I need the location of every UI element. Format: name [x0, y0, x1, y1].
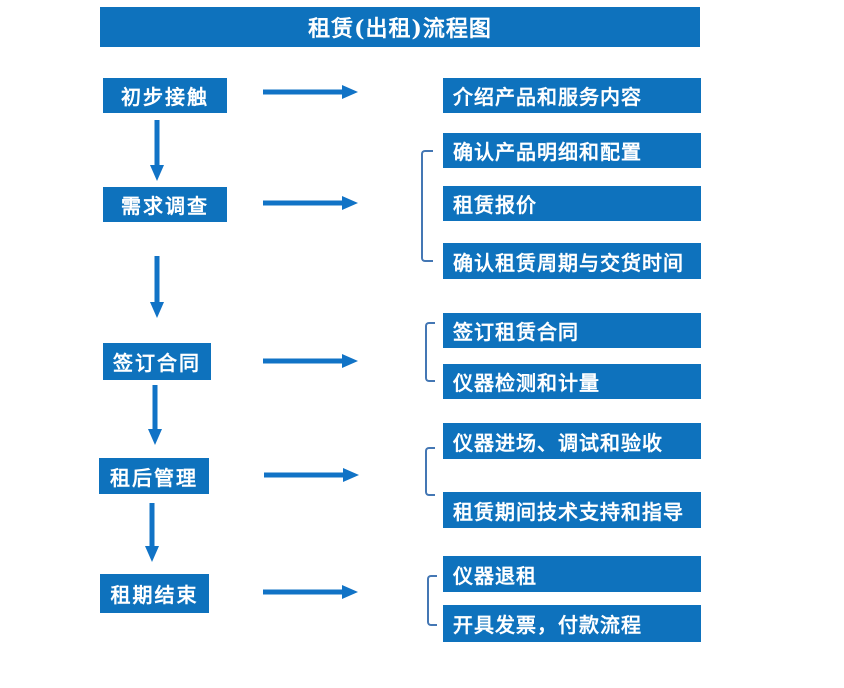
right-arrow-icon: [264, 468, 359, 482]
detail-box-tech-support: 租赁期间技术支持和指导: [443, 492, 701, 528]
step-box-sign-contract: 签订合同: [103, 343, 211, 380]
detail-box-instrument-setup-acceptance: 仪器进场、调试和验收: [443, 423, 701, 459]
down-arrow-icon: [150, 120, 164, 181]
detail-box-confirm-period-delivery: 确认租赁周期与交货时间: [443, 243, 701, 279]
detail-box-rental-quote: 租赁报价: [443, 186, 701, 221]
group-bracket: [421, 150, 433, 262]
group-bracket: [425, 322, 435, 382]
right-arrow-icon: [263, 196, 358, 210]
detail-box-sign-lease-contract: 签订租赁合同: [443, 313, 701, 348]
detail-box-instrument-testing: 仪器检测和计量: [443, 364, 701, 399]
step-box-demand-survey: 需求调查: [103, 187, 227, 222]
down-arrow-icon: [148, 385, 162, 445]
detail-box-instrument-return: 仪器退租: [443, 556, 701, 592]
right-arrow-icon: [263, 585, 358, 599]
step-box-post-rental-management: 租后管理: [99, 458, 209, 494]
page-title: 租赁(出租)流程图: [308, 16, 492, 42]
detail-box-invoice-payment: 开具发票，付款流程: [443, 605, 701, 642]
group-bracket: [425, 447, 435, 496]
step-box-rental-end: 租期结束: [100, 574, 209, 613]
right-arrow-icon: [263, 85, 358, 99]
title-bar: 租赁(出租)流程图: [100, 7, 700, 47]
detail-box-confirm-product-config: 确认产品明细和配置: [443, 133, 701, 168]
down-arrow-icon: [150, 256, 164, 318]
right-arrow-icon: [263, 354, 358, 368]
down-arrow-icon: [145, 503, 159, 562]
step-box-initial-contact: 初步接触: [103, 78, 227, 113]
detail-box-intro-products: 介绍产品和服务内容: [443, 78, 701, 113]
group-bracket: [427, 575, 437, 626]
